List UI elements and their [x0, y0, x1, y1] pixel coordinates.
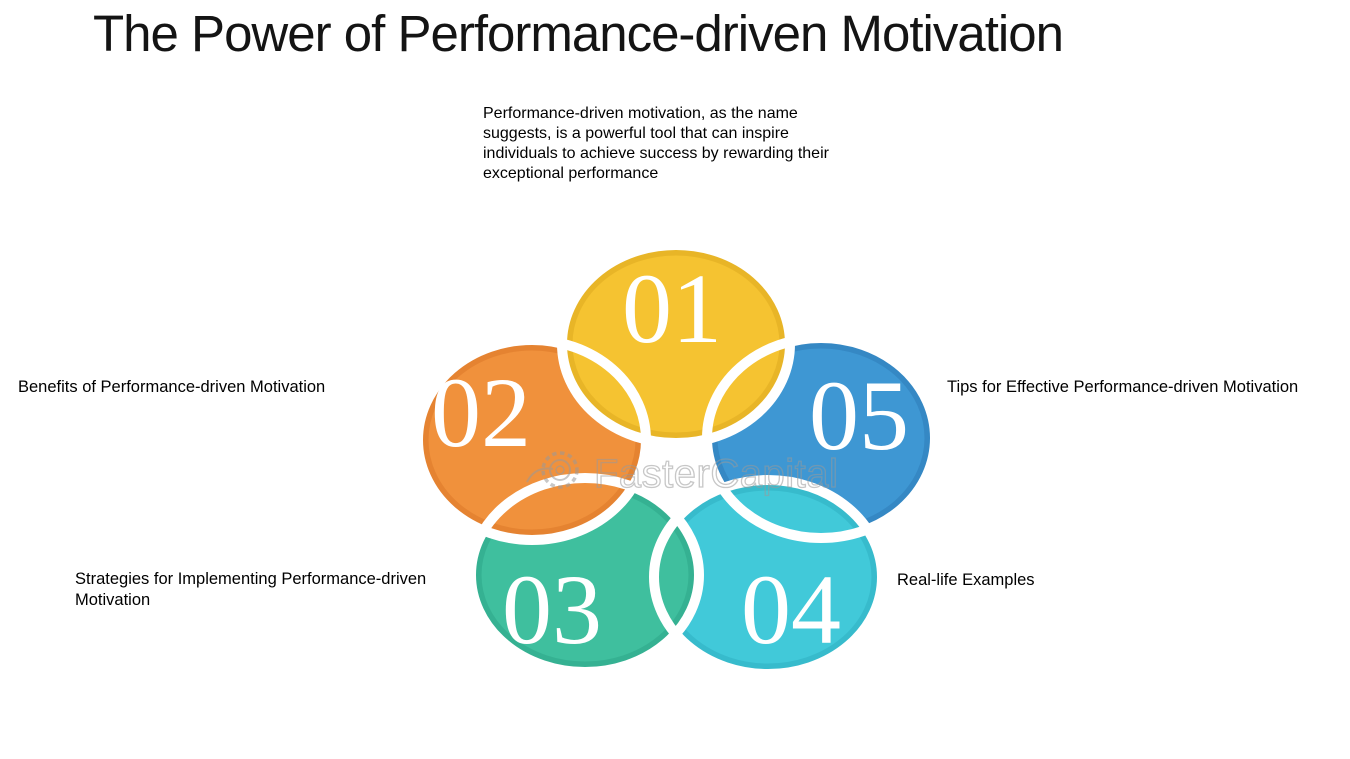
label-real-life: Real-life Examples: [897, 571, 1035, 589]
label-strategies: Strategies for Implementing Performance-…: [75, 570, 427, 609]
watermark-text: FasterCapital: [594, 452, 838, 496]
step-number-05: 05: [809, 360, 909, 471]
step-number-03: 03: [502, 554, 602, 665]
step-number-04: 04: [741, 554, 841, 665]
label-tips: Tips for Effective Performance-driven Mo…: [947, 378, 1299, 396]
step-number-02: 02: [431, 357, 531, 468]
circle-outlines: [413, 240, 940, 679]
label-benefits: Benefits of Performance-driven Motivatio…: [18, 378, 326, 396]
watermark: FasterCapital: [526, 451, 839, 497]
step-number-01: 01: [622, 253, 722, 364]
intro-text: Performance-driven motivation, as the na…: [483, 105, 829, 182]
page-title: The Power of Performance-driven Motivati…: [93, 5, 1064, 62]
gear-icon: [526, 451, 579, 489]
